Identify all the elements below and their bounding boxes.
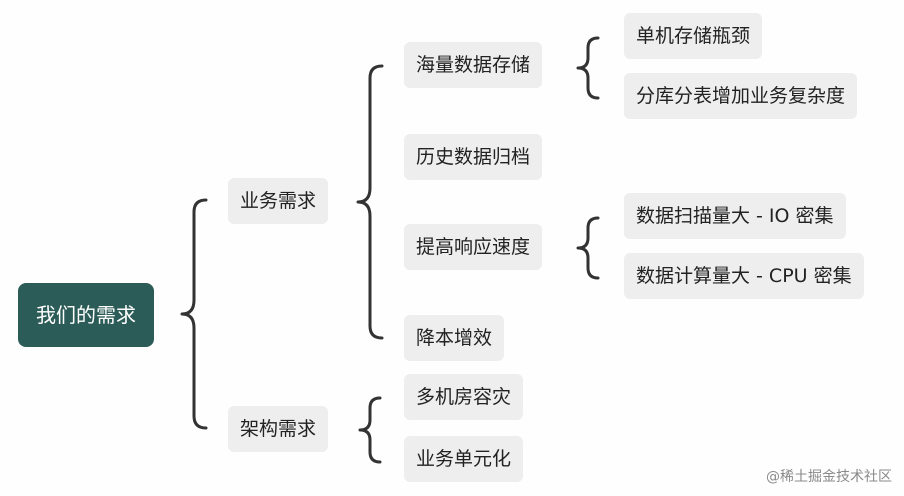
node-mass-data-storage[interactable]: 海量数据存储 xyxy=(404,42,543,88)
bracket-business xyxy=(356,64,384,340)
bracket-root xyxy=(180,198,208,430)
node-architecture-requirements[interactable]: 架构需求 xyxy=(228,406,329,452)
node-cost-reduction[interactable]: 降本增效 xyxy=(404,315,505,361)
node-multi-dc-disaster-recovery[interactable]: 多机房容灾 xyxy=(404,374,524,420)
node-cpu-intensive[interactable]: 数据计算量大 - CPU 密集 xyxy=(624,253,864,299)
bracket-speed xyxy=(576,216,600,280)
node-business-unitization[interactable]: 业务单元化 xyxy=(404,436,524,482)
bracket-architecture xyxy=(358,396,382,464)
node-improve-response-speed[interactable]: 提高响应速度 xyxy=(404,224,543,270)
watermark: @稀土掘金技术社区 xyxy=(766,469,892,485)
root-node[interactable]: 我们的需求 xyxy=(18,283,154,347)
node-sharding-complexity[interactable]: 分库分表增加业务复杂度 xyxy=(624,73,858,119)
node-single-machine-bottleneck[interactable]: 单机存储瓶颈 xyxy=(624,13,763,59)
node-io-intensive[interactable]: 数据扫描量大 - IO 密集 xyxy=(624,193,846,239)
node-historical-data-archive[interactable]: 历史数据归档 xyxy=(404,134,543,180)
node-business-requirements[interactable]: 业务需求 xyxy=(228,178,329,224)
bracket-storage xyxy=(576,36,600,100)
